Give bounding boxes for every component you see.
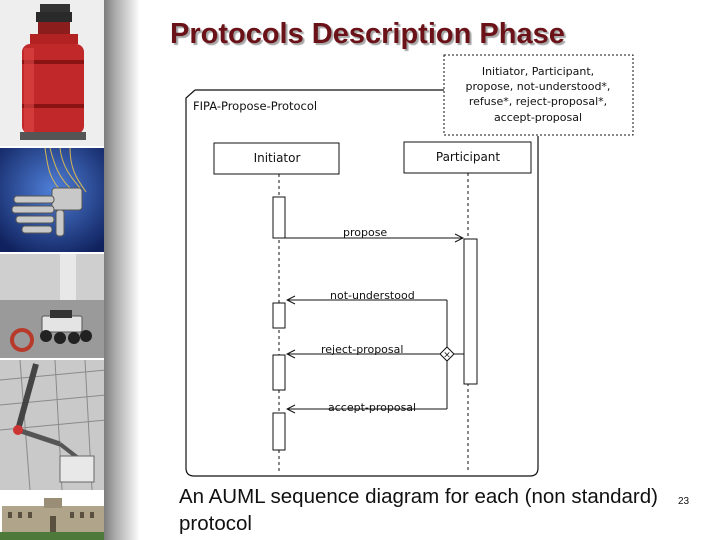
initiator-activation (272, 412, 286, 451)
reject-proposal-message-label: reject-proposal (321, 343, 403, 356)
sidebar-shadow (104, 0, 140, 540)
initiator-role-box (213, 142, 340, 175)
building-photo (0, 492, 106, 540)
initiator-role-label: Initiator (254, 151, 301, 165)
sidebar-photo-strip (0, 0, 108, 540)
slide-title: Protocols Description Phase (170, 18, 565, 50)
initiator-activation (272, 302, 286, 329)
protocol-frame (185, 89, 539, 477)
rover-robot-photo (0, 254, 106, 358)
decision-symbol: × (443, 351, 451, 361)
initiator-activation (272, 196, 286, 239)
participant-activation (463, 238, 478, 385)
accept-proposal-message-label: accept-proposal (328, 401, 416, 414)
page-number: 23 (678, 496, 690, 507)
initiator-activation (272, 354, 286, 391)
template-parameter-line: Initiator, Participant, (482, 65, 594, 78)
propose-message-label: propose (343, 226, 387, 239)
participant-role-label: Participant (436, 150, 501, 164)
robot-arm-photo (0, 360, 106, 490)
template-parameter-box (443, 54, 634, 136)
slide-caption: An AUML sequence diagram for each (non s… (179, 485, 658, 535)
xor-decision-icon: × (439, 346, 455, 362)
template-parameter-line: accept-proposal (494, 111, 582, 124)
participant-role-box (403, 141, 532, 174)
template-parameter-line: propose, not-understood*, (466, 80, 611, 93)
mobile-robot-photo (0, 0, 106, 146)
robotic-hand-photo (0, 148, 106, 252)
not-understood-message-label: not-understood (330, 289, 415, 302)
template-parameter-line: refuse*, reject-proposal*, (469, 95, 607, 108)
frame-label: FIPA-Propose-Protocol (193, 99, 317, 113)
